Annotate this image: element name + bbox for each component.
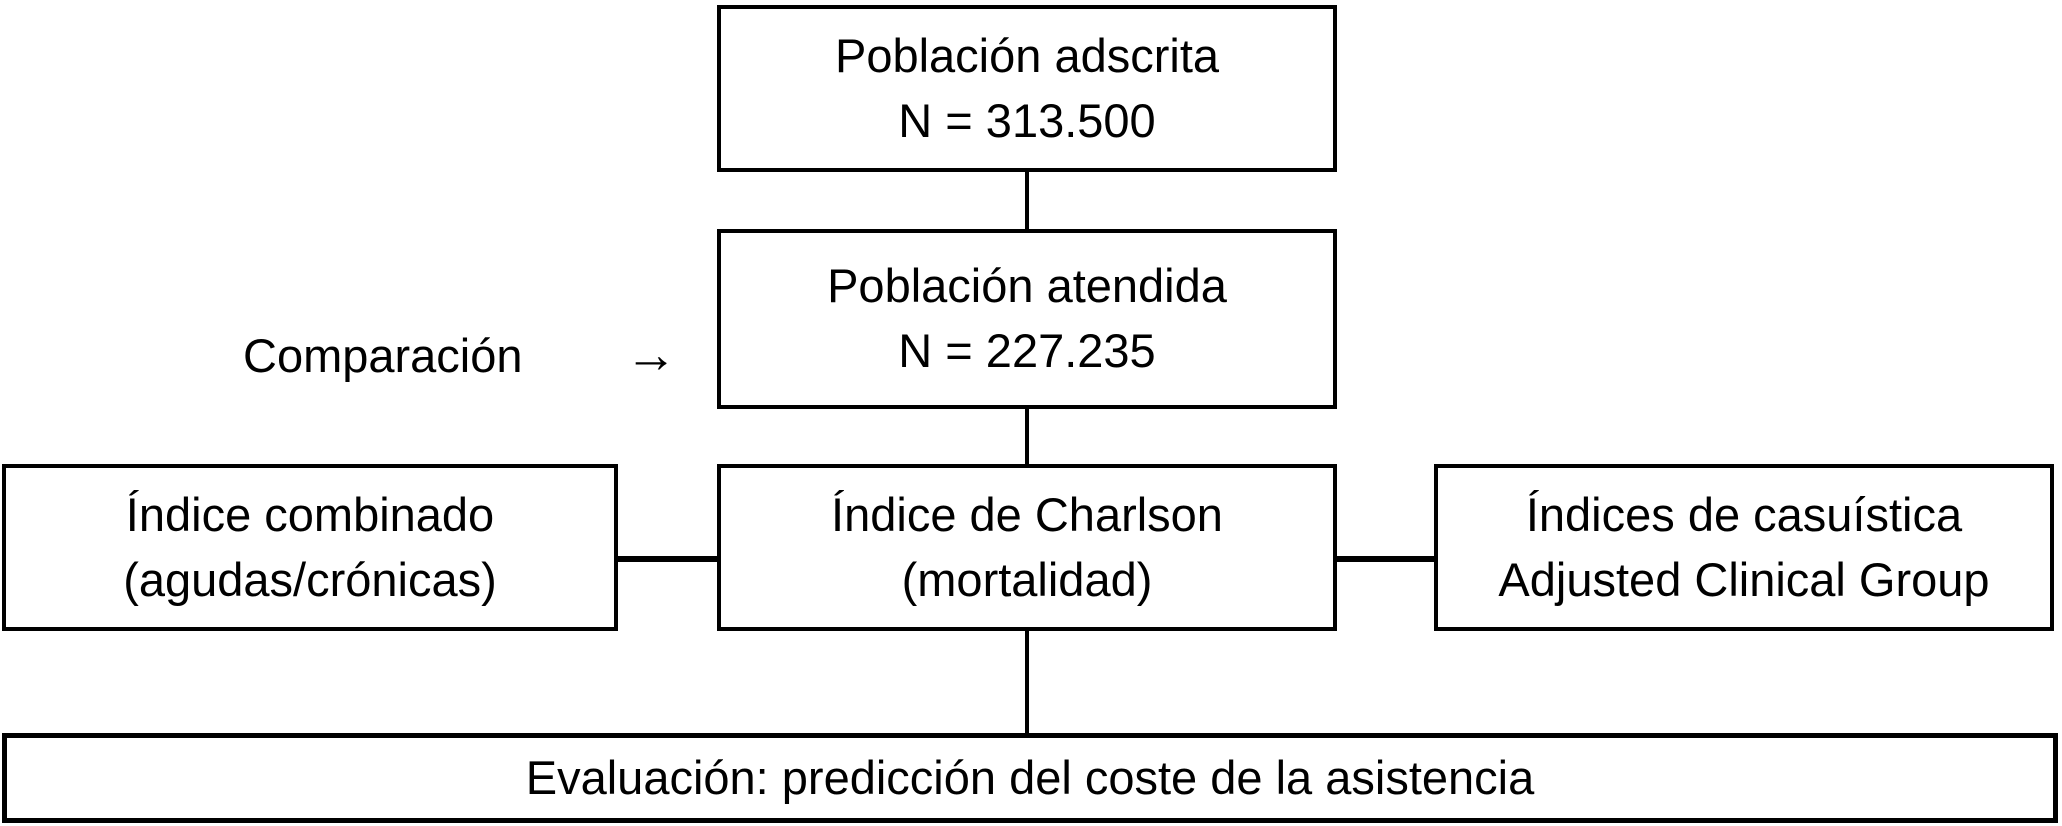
node-title: Población atendida xyxy=(827,259,1227,313)
connector-combinado-charlson xyxy=(618,556,717,562)
connector-charlson-evaluacion xyxy=(1025,631,1029,733)
node-indices-casuistica: Índices de casuística Adjusted Clinical … xyxy=(1434,464,2054,631)
node-poblacion-adscrita: Población adscrita N = 313.500 xyxy=(717,5,1337,172)
node-indice-charlson: Índice de Charlson (mortalidad) xyxy=(717,464,1337,631)
connector-atendida-charlson xyxy=(1025,409,1029,464)
node-title: Índice de Charlson xyxy=(831,487,1223,541)
node-evaluacion: Evaluación: predicción del coste de la a… xyxy=(2,733,2058,823)
node-title: Índices de casuística xyxy=(1525,487,1963,541)
node-title: Índice combinado xyxy=(125,487,495,541)
node-subtitle: (agudas/crónicas) xyxy=(123,552,497,606)
comparison-annotation: Comparación → xyxy=(243,327,677,383)
connector-charlson-casuistica xyxy=(1337,556,1434,562)
node-value: N = 313.500 xyxy=(898,93,1156,147)
right-arrow-icon: → xyxy=(625,326,677,384)
node-indice-combinado: Índice combinado (agudas/crónicas) xyxy=(2,464,618,631)
node-poblacion-atendida: Población atendida N = 227.235 xyxy=(717,229,1337,409)
node-title: Población adscrita xyxy=(834,28,1220,82)
node-value: N = 227.235 xyxy=(898,324,1156,377)
node-title: Evaluación: predicción del coste de la a… xyxy=(525,750,1535,804)
node-subtitle: Adjusted Clinical Group xyxy=(1498,552,1990,606)
node-subtitle: (mortalidad) xyxy=(901,552,1153,606)
connector-adscrita-atendida xyxy=(1025,172,1029,229)
comparison-label: Comparación xyxy=(243,328,523,382)
